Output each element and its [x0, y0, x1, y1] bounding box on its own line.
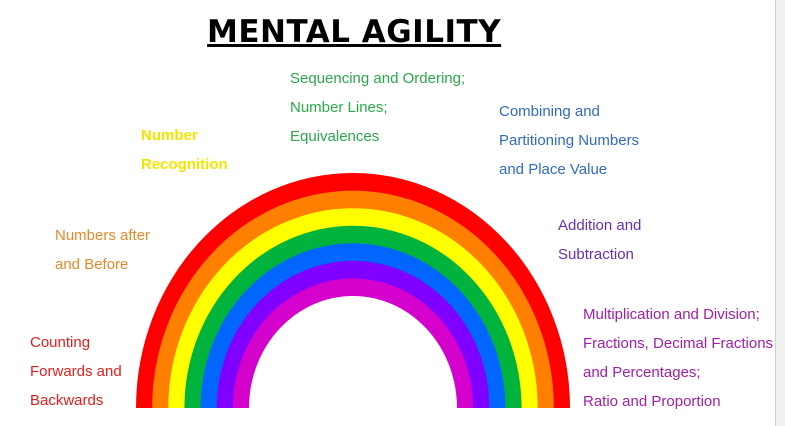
scrollbar[interactable]: [775, 0, 785, 426]
rainbow-inner: [249, 296, 457, 408]
label-counting: Counting Forwards and Backwards: [30, 334, 122, 409]
page-title: MENTAL AGILITY: [207, 14, 502, 50]
label-numbers-after-before: Numbers after and Before: [55, 227, 151, 273]
label-sequencing: Sequencing and Ordering; Number Lines; E…: [290, 70, 466, 145]
label-combining: Combining and Partitioning Numbers and P…: [499, 103, 640, 178]
label-addition-subtraction: Addition and Subtraction: [558, 217, 642, 263]
label-multiplication: Multiplication and Division; Fractions, …: [583, 306, 774, 410]
label-number-recognition: Number Recognition: [141, 127, 228, 173]
